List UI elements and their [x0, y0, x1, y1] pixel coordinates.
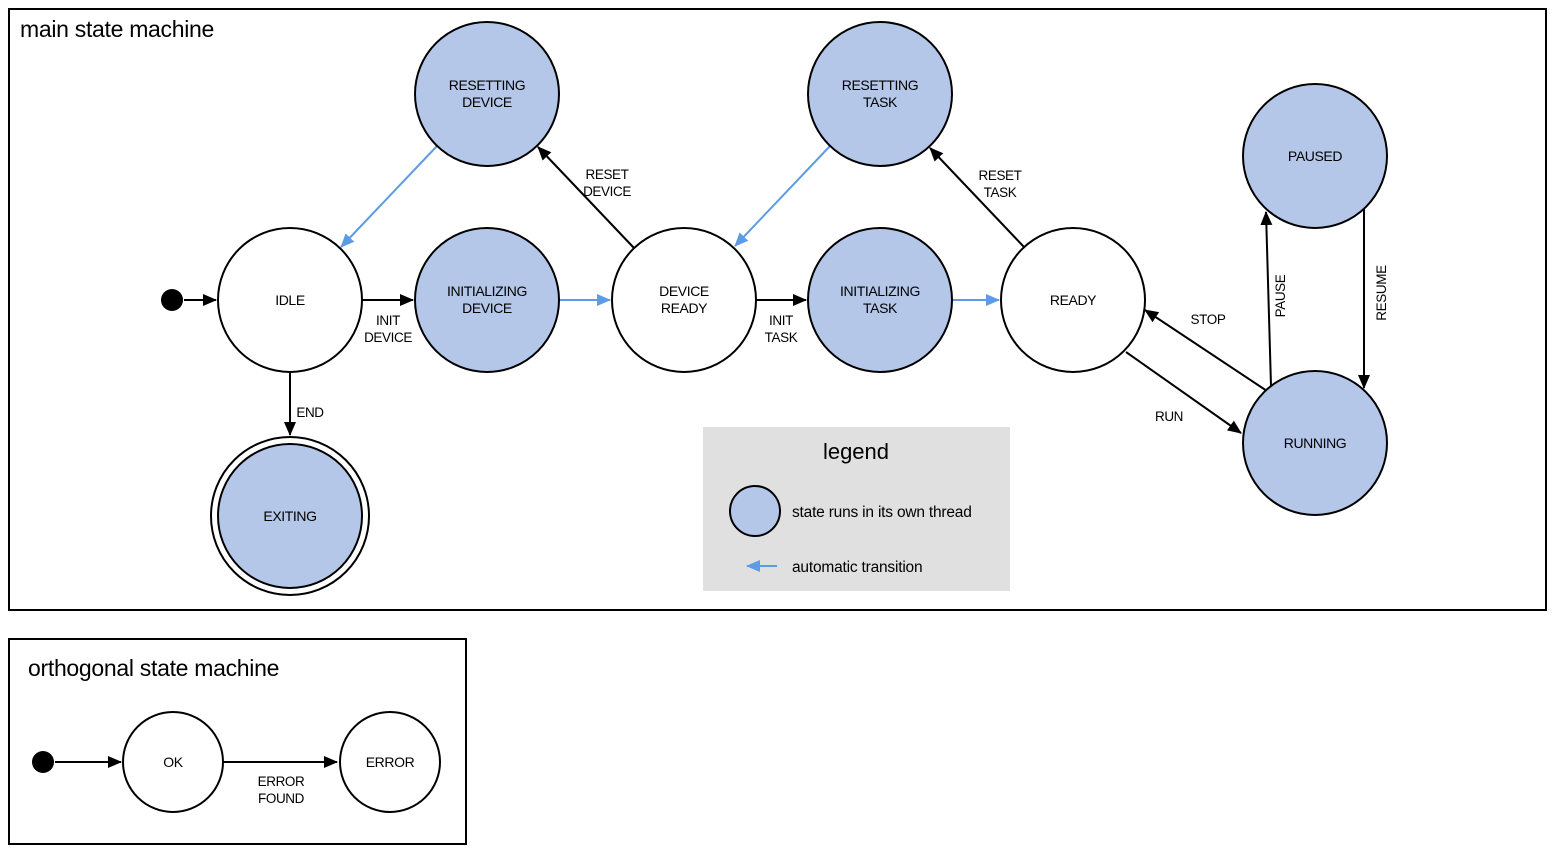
transition-error-found-label-line2: FOUND	[258, 791, 305, 806]
state-paused: PAUSED	[1242, 83, 1388, 229]
transition-stop-label: STOP	[1191, 312, 1226, 327]
state-device-ready-label-line1: DEVICE	[659, 283, 709, 299]
state-initializing-task-label-line1: INITIALIZING	[840, 283, 920, 299]
state-exiting: EXITING	[210, 436, 370, 596]
transition-stop-line	[1144, 309, 1268, 392]
state-resetting-device-label-line2: DEVICE	[462, 94, 512, 110]
legend-threaded-state-label: state runs in its own thread	[792, 504, 972, 521]
state-resetting-device-label-line1: RESETTING	[449, 77, 526, 93]
main-state-machine-title: main state machine	[20, 16, 214, 42]
state-ready: READY	[1000, 227, 1146, 373]
state-resetting-task-circle	[807, 21, 953, 167]
state-initializing-device-label-line1: INITIALIZING	[447, 283, 527, 299]
transition-reset-device-line	[537, 146, 635, 249]
state-device-ready-label-line2: READY	[661, 300, 708, 316]
legend-threaded-state-icon	[729, 485, 781, 537]
state-device-ready-circle	[611, 227, 757, 373]
state-idle-circle	[217, 227, 363, 373]
transition-resume-label: RESUME	[1374, 265, 1389, 321]
state-idle: IDLE	[217, 227, 363, 373]
transition-init-task-label-line2: TASK	[765, 330, 798, 345]
state-ok-label: OK	[163, 754, 183, 770]
orthogonal-state-machine-title: orthogonal state machine	[28, 655, 279, 681]
state-error-circle	[339, 711, 441, 813]
state-paused-label: PAUSED	[1288, 148, 1342, 164]
legend-auto-transition-label: automatic transition	[792, 559, 922, 576]
transition-end-label: END	[296, 405, 324, 420]
state-exiting-circle	[217, 443, 363, 589]
state-initializing-device-label-line2: DEVICE	[462, 300, 512, 316]
transition-reset-task-line	[929, 147, 1025, 248]
transition-reset-device-label-line2: DEVICE	[583, 184, 631, 199]
orthogonal-state-machine: orthogonal state machine OK ERROR FOUND …	[8, 638, 467, 845]
state-exiting-label: EXITING	[263, 508, 316, 524]
state-running: RUNNING	[1242, 370, 1388, 516]
state-initializing-task: INITIALIZING TASK	[807, 227, 953, 373]
state-initializing-device: INITIALIZING DEVICE	[414, 227, 560, 373]
state-resetting-task-label-line2: TASK	[863, 94, 898, 110]
legend: legend state runs in its own thread auto…	[703, 427, 1010, 591]
transition-init-device-label-line2: DEVICE	[364, 330, 412, 345]
state-error-label: ERROR	[366, 754, 415, 770]
state-ready-label: READY	[1050, 292, 1097, 308]
transition-reset-task-label-line1: RESET	[978, 168, 1021, 183]
state-resetting-task-label-line1: RESETTING	[842, 77, 919, 93]
transition-reset-task-label-line2: TASK	[984, 185, 1017, 200]
state-paused-circle	[1242, 83, 1388, 229]
transition-init-device-label-line1: INIT	[376, 313, 400, 328]
orthogonal-initial-state-dot	[32, 751, 54, 773]
state-resetting-device: RESETTING DEVICE	[414, 21, 560, 167]
transition-run-line	[1125, 351, 1242, 434]
state-ready-circle	[1000, 227, 1146, 373]
state-resetting-task: RESETTING TASK	[807, 21, 953, 167]
main-state-machine-frame	[8, 8, 1547, 611]
initial-state-dot	[161, 289, 183, 311]
state-running-circle	[1242, 370, 1388, 516]
state-running-label: RUNNING	[1284, 435, 1347, 451]
state-initializing-task-label-line2: TASK	[863, 300, 898, 316]
state-error: ERROR	[339, 711, 441, 813]
state-idle-label: IDLE	[275, 292, 305, 308]
state-initializing-task-circle	[807, 227, 953, 373]
auto-transition-resetting-device-to-idle	[340, 145, 438, 248]
orthogonal-state-machine-frame	[8, 638, 467, 845]
transition-pause-label: PAUSE	[1273, 274, 1288, 317]
transition-error-found-label-line1: ERROR	[258, 774, 305, 789]
transition-reset-device-label-line1: RESET	[585, 167, 628, 182]
transition-init-task-label-line1: INIT	[769, 313, 793, 328]
main-state-machine: main state machine INIT DEVICE RESET DEV…	[8, 8, 1547, 611]
transition-run-label: RUN	[1155, 409, 1183, 424]
auto-transition-resetting-task-to-device-ready	[734, 145, 831, 247]
state-initializing-device-circle	[414, 227, 560, 373]
state-ok: OK	[122, 711, 224, 813]
state-device-ready: DEVICE READY	[611, 227, 757, 373]
state-resetting-device-circle	[414, 21, 560, 167]
transition-pause-line	[1260, 211, 1273, 387]
legend-title: legend	[823, 439, 889, 464]
